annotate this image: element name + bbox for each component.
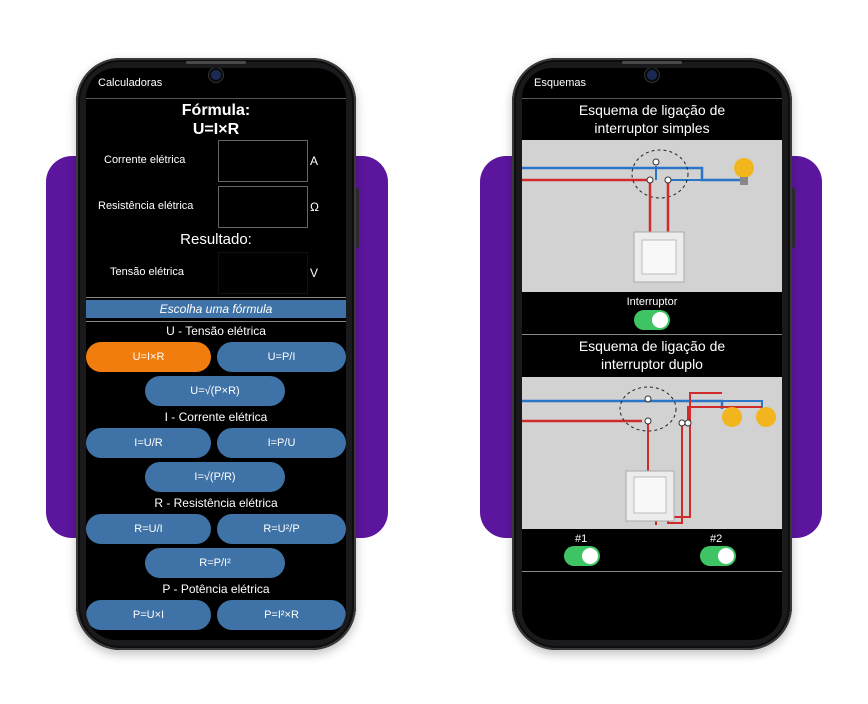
speaker-grille (622, 61, 682, 64)
scheme1-title-line2: interruptor simples (594, 120, 710, 136)
camera-icon (645, 68, 659, 82)
divider (522, 571, 782, 572)
volume-button (792, 188, 795, 248)
left-phone: Calculadoras Fórmula: U=I×R Corrente elé… (76, 58, 359, 650)
simple-switch-toggle[interactable] (634, 310, 670, 330)
formula-button-i-sqrt-pr[interactable]: I=√(P/R) (145, 462, 285, 492)
section-title: R - Resistência elétrica (154, 496, 278, 510)
notch (198, 68, 234, 88)
current-input[interactable] (218, 140, 308, 182)
section-title: U - Tensão elétrica (166, 324, 266, 338)
formula-button-u-ixr[interactable]: U=I×R (86, 342, 211, 372)
toggle1-label: #1 (575, 533, 588, 545)
simple-switch-label: Interruptor (626, 296, 678, 308)
divider (522, 334, 782, 335)
choose-formula-banner: Escolha uma fórmula (86, 300, 346, 318)
section-title: P - Potência elétrica (162, 582, 270, 596)
scheme2-title-line1: Esquema de ligação de (578, 338, 726, 354)
result-output (218, 252, 308, 294)
header-divider (86, 98, 346, 99)
formula-button-r-p-i2[interactable]: R=P/I² (145, 548, 285, 578)
resistance-input[interactable] (218, 186, 308, 228)
notch (634, 68, 670, 88)
simple-switch-diagram (522, 140, 782, 292)
unit-result: V (310, 266, 319, 280)
speaker-grille (186, 61, 246, 64)
result-label: Tensão elétrica (110, 266, 184, 278)
header-divider (522, 98, 782, 99)
double-switch-toggle-1[interactable] (564, 546, 600, 566)
double-switch-wiring (522, 386, 776, 525)
formula-button-u-sqrt-pr[interactable]: U=√(P×R) (145, 376, 285, 406)
formula-button-p-i2r[interactable]: P=I²×R (217, 600, 346, 630)
scheme1-title-line1: Esquema de ligação de (578, 102, 726, 118)
volume-button (356, 188, 359, 248)
formula-button-r-u-i[interactable]: R=U/I (86, 514, 211, 544)
unit-resistance: Ω (310, 200, 319, 214)
formula-button-i-u-r[interactable]: I=U/R (86, 428, 211, 458)
screen-title: Calculadoras (98, 77, 163, 89)
right-phone: Esquemas Esquema de ligação de interrupt… (512, 58, 795, 650)
toggle2-label: #2 (710, 533, 723, 545)
divider (86, 297, 346, 298)
formula-button-i-p-u[interactable]: I=P/U (217, 428, 346, 458)
formula-heading: Fórmula: (181, 102, 251, 119)
input-label-current: Corrente elétrica (104, 154, 186, 166)
left-screen: Calculadoras Fórmula: U=I×R Corrente elé… (86, 68, 346, 640)
divider (86, 321, 346, 322)
section-title: I - Corrente elétrica (164, 410, 268, 424)
formula-button-u-p-i[interactable]: U=P/I (217, 342, 346, 372)
scheme2-title-line2: interruptor duplo (601, 356, 703, 372)
simple-switch-wiring (522, 149, 754, 283)
double-switch-diagram (522, 377, 782, 529)
camera-icon (209, 68, 223, 82)
formula-button-p-uxi[interactable]: P=U×I (86, 600, 211, 630)
right-screen: Esquemas Esquema de ligação de interrupt… (522, 68, 782, 640)
formula-button-r-u2-p[interactable]: R=U²/P (217, 514, 346, 544)
input-label-resistance: Resistência elétrica (98, 200, 194, 212)
double-switch-toggle-2[interactable] (700, 546, 736, 566)
result-heading: Resultado: (180, 231, 252, 248)
formula-text: U=I×R (192, 121, 240, 138)
screen-title: Esquemas (534, 77, 586, 89)
unit-current: A (310, 154, 319, 168)
